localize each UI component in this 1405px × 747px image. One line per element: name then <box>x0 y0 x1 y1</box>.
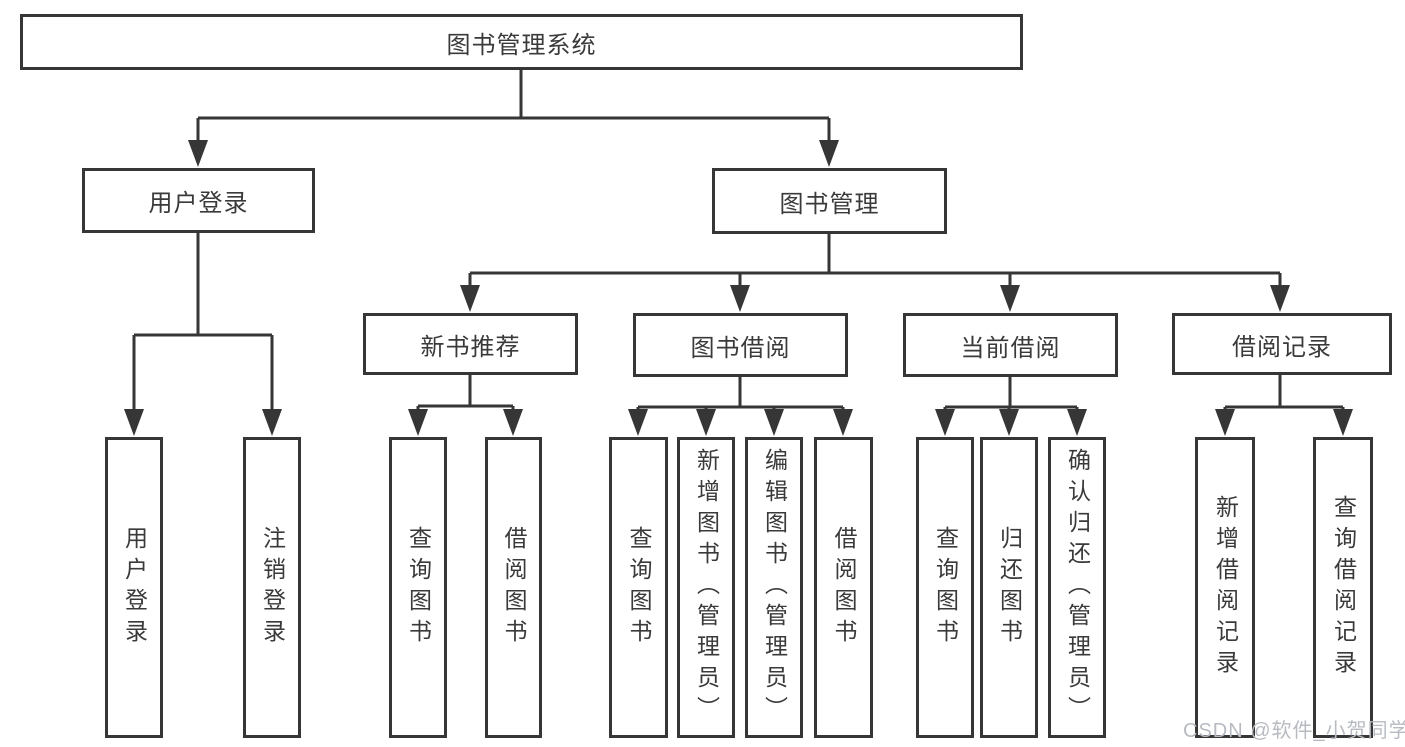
leaf-records-add-record-label: 新增借阅记录 <box>1212 494 1239 681</box>
leaf-borrow-add-books-admin: 新增图书（管理员） <box>677 437 735 738</box>
node-new-book-recommend-label: 新书推荐 <box>420 333 521 361</box>
node-current-borrowing: 当前借阅 <box>903 313 1118 377</box>
leaf-current-return-books: 归还图书 <box>980 437 1038 738</box>
node-book-management: 图书管理 <box>712 168 947 234</box>
leaf-borrow-edit-books-admin: 编辑图书（管理员） <box>745 437 803 738</box>
leaf-borrow-edit-books-admin-label: 编辑图书（管理员） <box>761 448 788 727</box>
node-book-management-label: 图书管理 <box>779 190 880 218</box>
leaf-records-add-record: 新增借阅记录 <box>1195 437 1255 738</box>
leaf-current-query-books-label: 查询图书 <box>932 525 959 650</box>
leaf-borrow-add-books-admin-label: 新增图书（管理员） <box>693 448 720 727</box>
node-new-book-recommend: 新书推荐 <box>363 313 578 375</box>
leaf-user-login: 用户登录 <box>105 437 163 738</box>
leaf-borrow-query-books: 查询图书 <box>609 437 668 738</box>
leaf-current-return-books-label: 归还图书 <box>996 525 1023 650</box>
leaf-borrow-borrow-books-label: 借阅图书 <box>831 525 857 650</box>
node-borrowing-records: 借阅记录 <box>1172 313 1392 375</box>
leaf-records-query-record: 查询借阅记录 <box>1313 437 1373 738</box>
leaf-recommend-query-books-label: 查询图书 <box>405 525 432 650</box>
node-library-system-label: 图书管理系统 <box>446 31 597 59</box>
leaf-logout-label: 注销登录 <box>259 525 286 650</box>
node-borrowing-records-label: 借阅记录 <box>1232 333 1332 361</box>
leaf-current-confirm-return-admin-label: 确认归还（管理员） <box>1064 448 1091 727</box>
leaf-recommend-borrow-books: 借阅图书 <box>485 437 542 738</box>
leaf-borrow-query-books-label: 查询图书 <box>626 525 652 650</box>
leaf-current-query-books: 查询图书 <box>916 437 974 738</box>
leaf-borrow-borrow-books: 借阅图书 <box>814 437 873 738</box>
csdn-watermark: CSDN @软件_小贺同学 <box>1183 720 1405 742</box>
node-user-login: 用户登录 <box>82 168 315 233</box>
leaf-current-confirm-return-admin: 确认归还（管理员） <box>1048 437 1106 738</box>
leaf-recommend-query-books: 查询图书 <box>389 437 447 738</box>
node-book-borrowing: 图书借阅 <box>633 313 848 377</box>
node-library-system: 图书管理系统 <box>20 14 1023 70</box>
leaf-logout: 注销登录 <box>243 437 301 738</box>
node-book-borrowing-label: 图书借阅 <box>690 334 791 362</box>
leaf-recommend-borrow-books-label: 借阅图书 <box>501 525 527 650</box>
node-current-borrowing-label: 当前借阅 <box>960 334 1061 362</box>
leaf-user-login-label: 用户登录 <box>121 525 148 650</box>
node-user-login-label: 用户登录 <box>148 190 249 217</box>
leaf-records-query-record-label: 查询借阅记录 <box>1330 494 1357 681</box>
